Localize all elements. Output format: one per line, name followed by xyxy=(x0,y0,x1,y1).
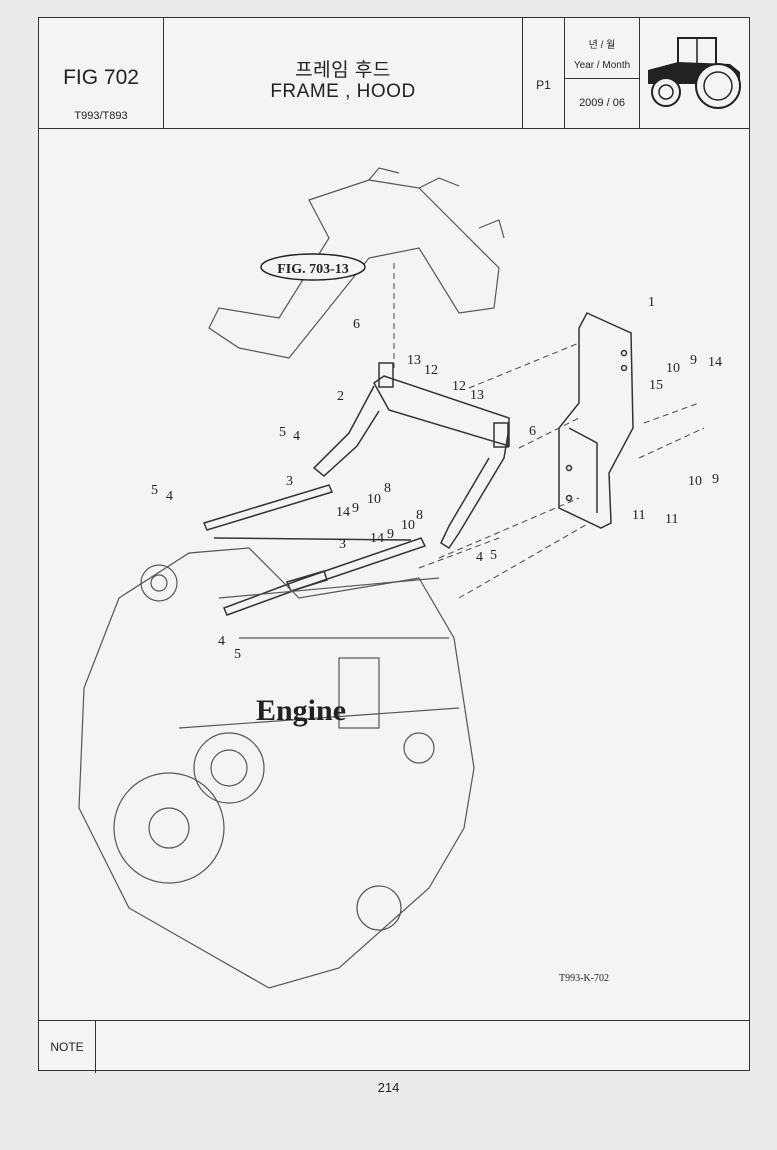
frame-reference xyxy=(208,167,505,359)
callout-10: 10 xyxy=(666,361,680,376)
callout-8: 8 xyxy=(384,481,391,496)
figure-reference-label: FIG. 703-13 xyxy=(277,262,349,277)
callout-6: 6 xyxy=(353,317,360,332)
fig-703-13-label: FIG. 703-13 xyxy=(260,253,366,281)
bracket-part-2 xyxy=(312,362,510,550)
callout-14: 14 xyxy=(708,355,722,370)
figure-number: FIG 702 xyxy=(63,66,139,89)
callout-5: 5 xyxy=(279,425,286,440)
bracket-part-1 xyxy=(558,312,634,529)
date-label-korean: 년 / 월 xyxy=(588,40,616,51)
date-cell: 년 / 월 Year / Month 2009 / 06 xyxy=(565,18,640,128)
callout-10: 10 xyxy=(688,474,702,489)
date-label-english: Year / Month xyxy=(573,60,631,71)
callout-6: 6 xyxy=(529,424,536,439)
note-row: NOTE xyxy=(39,1020,749,1073)
figure-cell: FIG 702 T993/T893 xyxy=(39,18,164,128)
callout-5: 5 xyxy=(151,483,158,498)
title-block: FIG 702 T993/T893 프레임 후드 FRAME , HOOD P1… xyxy=(39,18,749,129)
callout-12: 12 xyxy=(452,379,466,394)
callout-13: 13 xyxy=(407,353,421,368)
callout-13: 13 xyxy=(470,388,484,403)
assembly-lines xyxy=(393,263,705,599)
parts-sheet: FIG 702 T993/T893 프레임 후드 FRAME , HOOD P1… xyxy=(38,17,751,1073)
callout-5: 5 xyxy=(490,548,497,563)
title-korean: 프레임 후드 xyxy=(295,60,391,81)
thumbnail-cell xyxy=(640,18,750,128)
note-label: NOTE xyxy=(39,1021,96,1073)
callout-14: 14 xyxy=(370,531,384,546)
callout-9: 9 xyxy=(690,353,697,368)
engine-label: Engine xyxy=(256,694,346,727)
callout-9: 9 xyxy=(387,527,394,542)
date-value: 2009 / 06 xyxy=(579,97,625,109)
model-code: T993/T893 xyxy=(74,110,128,122)
callout-2: 2 xyxy=(337,389,344,404)
date-divider xyxy=(565,78,639,79)
callout-11: 11 xyxy=(632,508,645,523)
callout-3: 3 xyxy=(339,537,346,552)
tractor-icon xyxy=(648,37,741,109)
callout-4: 4 xyxy=(166,489,173,504)
callout-1: 1 xyxy=(648,295,655,310)
callout-12: 12 xyxy=(424,363,438,378)
callout-11: 11 xyxy=(665,512,678,527)
engine-outline xyxy=(78,547,475,989)
callout-5: 5 xyxy=(234,647,241,662)
callout-8: 8 xyxy=(416,508,423,523)
callout-9: 9 xyxy=(352,501,359,516)
page-cell: P1 xyxy=(523,18,565,128)
callout-4: 4 xyxy=(476,550,483,565)
callout-9: 9 xyxy=(712,472,719,487)
callout-4: 4 xyxy=(293,429,300,444)
exploded-view-drawing: FIG. 703-13 xyxy=(39,128,751,1020)
callout-15: 15 xyxy=(649,378,663,393)
callout-labels: 1 2 3 3 4 4 4 4 5 5 5 5 6 6 8 8 9 9 9 9 xyxy=(151,295,722,662)
callout-10: 10 xyxy=(367,492,381,507)
title-cell: 프레임 후드 FRAME , HOOD xyxy=(164,18,523,128)
callout-3: 3 xyxy=(286,474,293,489)
page-number: 214 xyxy=(377,1080,400,1095)
callout-4: 4 xyxy=(218,634,225,649)
title-english: FRAME , HOOD xyxy=(270,81,416,102)
callout-10: 10 xyxy=(401,518,415,533)
page-label: P1 xyxy=(536,78,551,92)
drawing-code: T993-K-702 xyxy=(559,973,609,984)
callout-14: 14 xyxy=(336,505,350,520)
